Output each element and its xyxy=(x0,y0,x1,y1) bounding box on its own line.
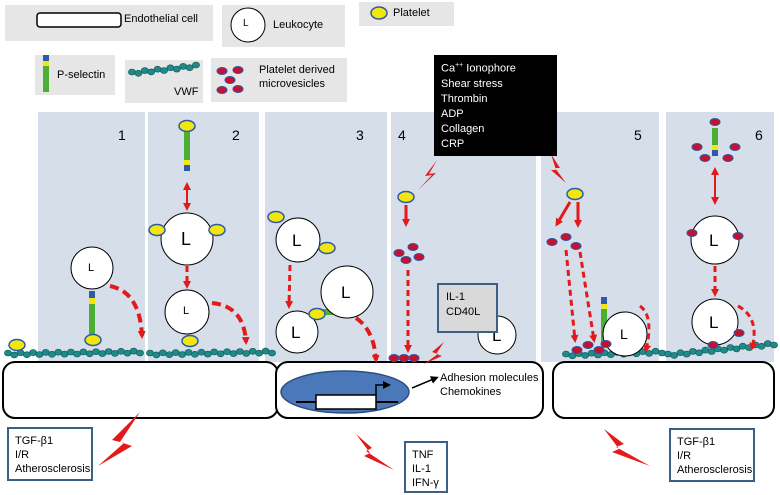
vwf-strands xyxy=(4,340,778,360)
legend-leukocyte-label: Leukocyte xyxy=(273,19,324,31)
effects-box-middle: TNF IL-1 IFN-γ xyxy=(404,441,448,493)
vwf-bead xyxy=(670,352,679,359)
panel-2-content xyxy=(148,119,250,348)
vwf-bead xyxy=(248,347,257,355)
vwf-bead xyxy=(179,63,188,70)
effects-box-right: TGF-β1 I/R Atherosclerosis xyxy=(669,428,755,482)
vwf-bead xyxy=(770,341,778,349)
vwf-bead xyxy=(134,70,143,77)
vwf-legend-icon xyxy=(128,61,200,77)
leukocyte-label: L xyxy=(709,231,719,250)
vwf-bead xyxy=(153,65,162,73)
leukocyte-label: L xyxy=(88,262,95,274)
stimulus-item: Thrombin xyxy=(441,92,488,105)
vwf-bead xyxy=(160,67,168,74)
pselectin-legend-icon xyxy=(43,55,49,92)
panel-number-6: 6 xyxy=(755,127,763,143)
legend-pselectin-label: P-selectin xyxy=(57,69,106,81)
stimulus-item: CRP xyxy=(441,137,465,150)
stimulus-item: Ca++ Ionophore xyxy=(441,62,516,75)
legend-microvesicles-line2: microvesicles xyxy=(259,78,326,90)
output-adhesion-molecules: Adhesion molecules xyxy=(440,372,539,384)
stimuli-box: Ca++ Ionophore Shear stress Thrombin ADP… xyxy=(434,55,557,156)
stimulus-item: Collagen xyxy=(441,122,485,135)
vwf-bead xyxy=(128,68,136,76)
endothelial-cell-legend-icon xyxy=(36,12,122,28)
panel-1-content xyxy=(8,246,146,352)
leukocyte-legend-icon xyxy=(230,7,266,43)
nucleus-output-arrow xyxy=(411,376,439,389)
panel-3-content xyxy=(267,210,380,363)
panel-number-1: 1 xyxy=(118,127,126,143)
endothelial-cell-right xyxy=(552,361,775,419)
panel-5-content xyxy=(546,154,652,357)
vwf-bead xyxy=(166,64,175,72)
legend-vwf-label: VWF xyxy=(174,86,199,98)
endothelial-cell-left xyxy=(2,361,279,419)
vwf-bead xyxy=(185,64,194,71)
panel-backgrounds xyxy=(38,112,774,362)
lightning-bolt-left xyxy=(98,412,140,466)
panel-number-4: 4 xyxy=(398,127,406,143)
leukocyte-label: L xyxy=(291,323,301,342)
leukocyte-legend-symbol: L xyxy=(243,18,249,29)
stimulus-item: ADP xyxy=(441,107,464,120)
stimulus-item: Shear stress xyxy=(441,77,503,90)
vwf-bead xyxy=(720,346,728,354)
leukocyte-label: L xyxy=(292,231,302,250)
vwf-bead xyxy=(136,349,144,357)
panel-6-content xyxy=(686,118,758,351)
microvesicles-legend-icon xyxy=(216,66,244,94)
leukocyte-label: L xyxy=(183,305,190,317)
platelet-legend-icon xyxy=(370,6,388,20)
vwf-bead xyxy=(268,349,276,357)
lightning-bolt-middle xyxy=(356,434,394,470)
vwf-bead xyxy=(140,67,149,74)
vwf-bead xyxy=(192,61,200,69)
vwf-bead xyxy=(757,342,766,350)
panel-number-5: 5 xyxy=(634,127,642,143)
leukocyte-label: L xyxy=(341,283,351,302)
vwf-bead xyxy=(190,350,199,358)
vwf-bead xyxy=(216,350,225,358)
vwf-bead xyxy=(147,68,156,76)
nucleus xyxy=(280,370,410,414)
leukocyte-label: L xyxy=(620,326,628,342)
output-chemokines: Chemokines xyxy=(440,386,502,398)
legend-endothelial-label: Endothelial cell xyxy=(124,13,198,25)
vwf-bead xyxy=(158,349,167,357)
leukocyte-label: L xyxy=(181,229,192,249)
effects-box-left: TGF-β1 I/R Atherosclerosis xyxy=(7,427,93,481)
lightning-bolt-right xyxy=(604,429,650,466)
legend-platelet-label: Platelet xyxy=(393,7,430,19)
cytokine-release-box: IL-1 CD40L xyxy=(437,283,498,333)
panel-number-3: 3 xyxy=(356,127,364,143)
legend-microvesicles-line1: Platelet derived xyxy=(259,64,335,76)
leukocyte-label: L xyxy=(492,326,502,345)
vwf-bead xyxy=(172,65,181,73)
panel-number-2: 2 xyxy=(232,127,240,143)
leukocyte-label: L xyxy=(709,313,719,332)
